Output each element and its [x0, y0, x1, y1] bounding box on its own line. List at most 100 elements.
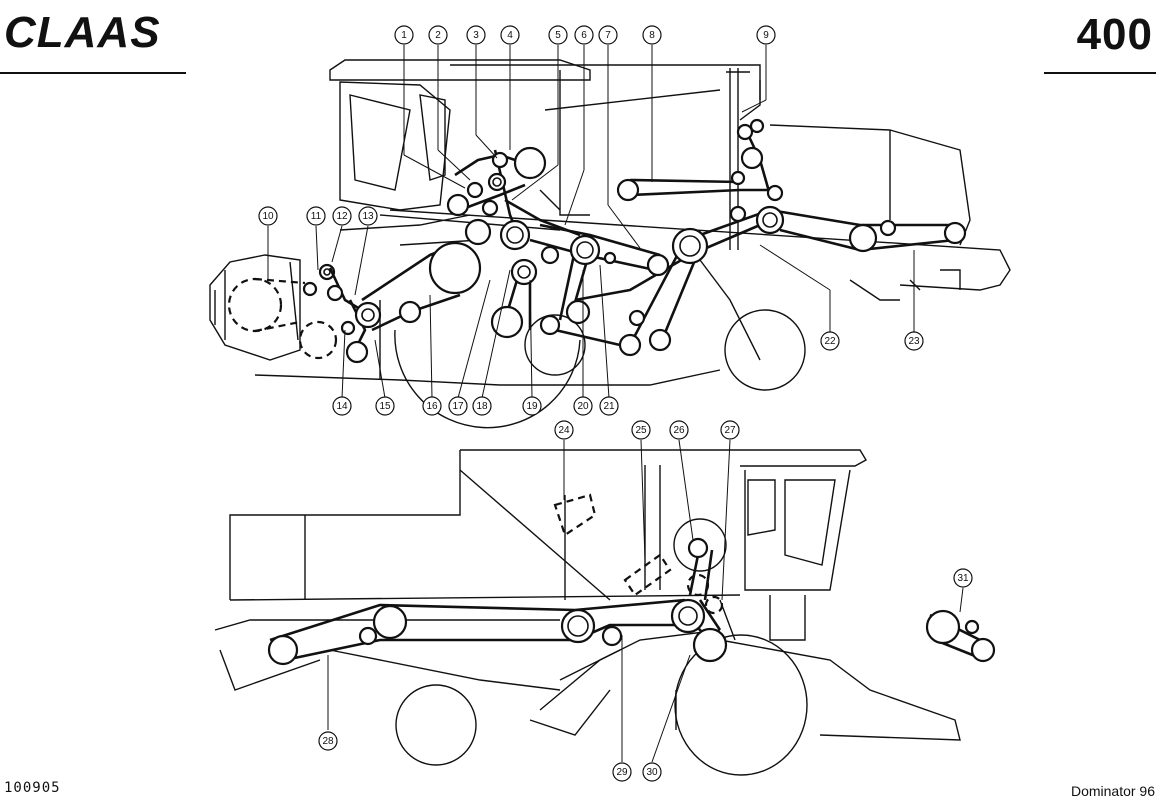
callout-number: 2 [435, 30, 441, 41]
callout-number: 30 [646, 767, 658, 778]
callout-circle [500, 25, 520, 45]
callout-7: 7 [598, 25, 618, 45]
callout-number: 28 [322, 736, 334, 747]
callout-circle [642, 762, 662, 782]
callout-2: 2 [428, 25, 448, 45]
callout-13: 13 [358, 206, 378, 226]
callout-circle [599, 396, 619, 416]
callout-3: 3 [466, 25, 486, 45]
callout-number: 5 [555, 30, 561, 41]
callout-number: 29 [616, 767, 628, 778]
callout-circle [394, 25, 414, 45]
callout-circle [332, 396, 352, 416]
callout-circle [548, 25, 568, 45]
dashed-drives-top-left [227, 263, 338, 360]
callout-5: 5 [548, 25, 568, 45]
callout-10: 10 [258, 206, 278, 226]
callout-number: 18 [476, 401, 488, 412]
callout-circle [522, 396, 542, 416]
callout-21: 21 [599, 396, 619, 416]
callout-circle [375, 396, 395, 416]
callout-circle [598, 25, 618, 45]
callout-25: 25 [631, 420, 651, 440]
callout-17: 17 [448, 396, 468, 416]
callout-number: 24 [558, 425, 570, 436]
pulleys-bottom [267, 537, 996, 666]
callout-circle [642, 25, 662, 45]
callout-circle [466, 25, 486, 45]
callout-6: 6 [574, 25, 594, 45]
pulleys-top [326, 118, 967, 364]
callout-number: 27 [724, 425, 736, 436]
callout-number: 22 [824, 336, 836, 347]
claas-logo: CLAAS [4, 8, 190, 57]
callout-circle [669, 420, 689, 440]
callout-number: 14 [336, 401, 348, 412]
callout-circle [574, 25, 594, 45]
top-machine-outline [209, 59, 1011, 429]
callout-circle [573, 396, 593, 416]
callout-circle [631, 420, 651, 440]
callout-number: 17 [452, 401, 464, 412]
callout-number: 6 [581, 30, 587, 41]
model-name: Dominator 96 [1070, 783, 1155, 799]
callout-28: 28 [318, 731, 338, 751]
callout-number: 26 [673, 425, 685, 436]
callout-31: 31 [953, 568, 973, 588]
callout-number: 9 [763, 30, 769, 41]
callout-4: 4 [500, 25, 520, 45]
callout-27: 27 [720, 420, 740, 440]
callout-number: 19 [526, 401, 538, 412]
callout-circle [448, 396, 468, 416]
callout-circle [720, 420, 740, 440]
callout-number: 31 [957, 573, 969, 584]
belts-top [328, 127, 956, 351]
callout-15: 15 [375, 396, 395, 416]
callout-number: 16 [426, 401, 438, 412]
callout-number: 11 [311, 211, 322, 222]
bottom-machine-outline [214, 449, 961, 776]
callout-19: 19 [522, 396, 542, 416]
callout-18: 18 [472, 396, 492, 416]
callout-number: 12 [336, 211, 348, 222]
callout-20: 20 [573, 396, 593, 416]
callout-circle [904, 331, 924, 351]
callout-24: 24 [554, 420, 574, 440]
callout-12: 12 [332, 206, 352, 226]
callout-9: 9 [756, 25, 776, 45]
callout-circle [332, 206, 352, 226]
callout-circle [422, 396, 442, 416]
header-rule-right [1044, 72, 1156, 74]
callout-circle [358, 206, 378, 226]
callout-16: 16 [422, 396, 442, 416]
callout-circle [756, 25, 776, 45]
callout-circle [428, 25, 448, 45]
brand-logo-text: CLAAS [4, 8, 161, 57]
callout-1: 1 [394, 25, 414, 45]
callout-number: 15 [379, 401, 391, 412]
callout-circle [820, 331, 840, 351]
callout-number: 21 [603, 401, 615, 412]
callout-number: 7 [605, 30, 611, 41]
callout-number: 3 [473, 30, 479, 41]
callout-circle [472, 396, 492, 416]
leaders-bottom [327, 439, 964, 763]
callout-30: 30 [642, 762, 662, 782]
callout-number: 23 [908, 336, 920, 347]
document-id: 100905 [4, 780, 61, 796]
page-number: 400 [1076, 10, 1153, 59]
callout-26: 26 [669, 420, 689, 440]
callout-circle [953, 568, 973, 588]
callout-29: 29 [612, 762, 632, 782]
callout-22: 22 [820, 331, 840, 351]
callout-number: 1 [401, 30, 407, 41]
dashed-drives-bottom [553, 493, 724, 615]
callout-number: 4 [507, 30, 513, 41]
callout-number: 10 [262, 211, 274, 222]
callout-circle [318, 731, 338, 751]
callout-11: 11 [306, 206, 326, 226]
callout-circle [612, 762, 632, 782]
callout-23: 23 [904, 331, 924, 351]
